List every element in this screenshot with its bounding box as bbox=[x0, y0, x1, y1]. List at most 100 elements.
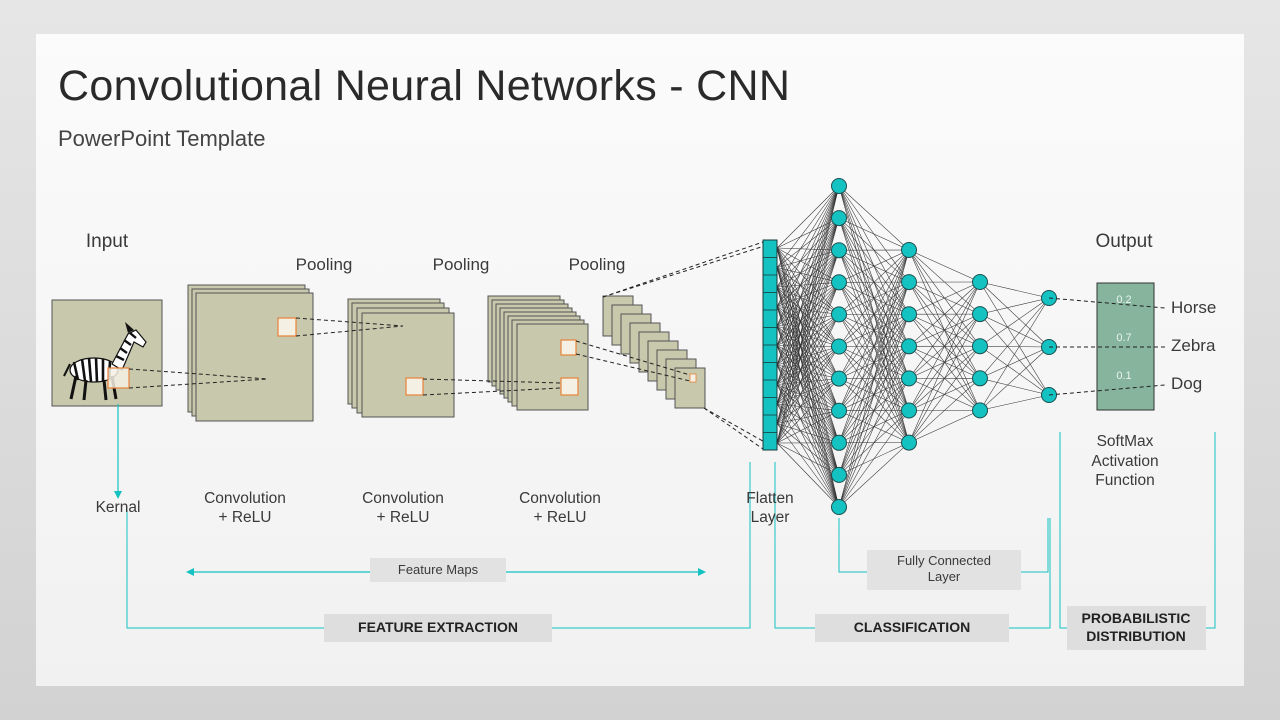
classification-box bbox=[815, 614, 1009, 642]
layer1-to-layer2-edge bbox=[838, 378, 910, 508]
flatten-to-layer1-edge bbox=[776, 217, 840, 307]
layer2-to-layer3-edge bbox=[908, 281, 981, 411]
layer3-to-output-edge bbox=[979, 281, 1050, 348]
flatten-to-layer1-edge bbox=[776, 218, 840, 444]
flatten-to-layer1-edge bbox=[776, 282, 840, 444]
layer1-to-layer2-edge bbox=[838, 282, 910, 508]
hidden-layer1-node bbox=[831, 370, 847, 387]
flatten-to-layer1-edge bbox=[776, 217, 840, 327]
flatten-to-layer1-edge bbox=[776, 185, 840, 366]
flatten-to-layer1-edge bbox=[776, 185, 840, 405]
layer2-to-layer3-edge bbox=[908, 281, 981, 315]
conv-block-1 bbox=[187, 284, 314, 422]
flatten-to-layer1-edge bbox=[776, 250, 840, 405]
flatten-to-layer1-edge bbox=[776, 218, 840, 424]
layer3-to-output-edge bbox=[979, 297, 1050, 347]
hidden-layer1-node bbox=[831, 466, 847, 483]
layer3-to-output-edge bbox=[979, 297, 1050, 411]
output-prob-1: 0.7 bbox=[1116, 332, 1131, 344]
hidden-layer2-node bbox=[901, 434, 917, 451]
layer2-to-layer3-edge bbox=[908, 281, 981, 347]
layer3-to-output-edge bbox=[979, 281, 1050, 299]
zebra-icon bbox=[63, 322, 147, 401]
layer1-to-layer2-edge bbox=[838, 185, 910, 251]
layer1-to-layer2-edge bbox=[838, 249, 910, 379]
layer3-to-output-edge bbox=[979, 345, 1050, 348]
hidden-layer2-node bbox=[901, 274, 917, 291]
flatten-cells bbox=[763, 257, 777, 451]
flatten-to-layer1-edge bbox=[776, 185, 840, 327]
output-class-0: Horse bbox=[1171, 298, 1216, 317]
layer1-to-layer2-edge bbox=[838, 249, 910, 411]
flatten-to-layer1-edge bbox=[776, 346, 840, 444]
flatten-to-layer1-edge bbox=[776, 442, 840, 476]
hidden-layer1-node bbox=[831, 274, 847, 291]
kernel-4 bbox=[689, 373, 697, 383]
probabilistic-line1: PROBABILISTIC bbox=[1082, 610, 1191, 626]
layer1-to-layer2-edge bbox=[838, 249, 910, 475]
layer3-to-output-edge bbox=[979, 394, 1050, 411]
hidden-layer3-node bbox=[972, 338, 988, 355]
output-class-1: Zebra bbox=[1171, 336, 1216, 355]
layer2-to-layer3-edge bbox=[908, 249, 981, 283]
flatten-to-layer1-edge bbox=[776, 217, 840, 366]
flatten-to-layer1-edge bbox=[776, 185, 840, 385]
layer2-to-layer3-edge bbox=[908, 346, 981, 443]
feature-maps-label-box bbox=[370, 558, 506, 582]
kernel-1 bbox=[277, 317, 297, 337]
flatten-to-layer1-edge bbox=[776, 185, 840, 307]
flatten-to-layer1-edge bbox=[776, 250, 840, 327]
input-kernel bbox=[107, 367, 130, 389]
flatten-to-layer1-edge bbox=[776, 442, 840, 508]
hidden-layer2-node bbox=[901, 370, 917, 387]
flatten-line1: Flatten bbox=[746, 490, 793, 507]
flatten-to-layer1-edge bbox=[776, 185, 840, 444]
flatten-to-layer1-edge bbox=[776, 250, 840, 346]
feature-extraction-bracket bbox=[126, 462, 751, 629]
feature-maps-arrow: Feature Maps bbox=[186, 558, 706, 582]
hidden-layer2-node bbox=[901, 242, 917, 258]
fully-connected-line1: Fully Connected bbox=[897, 553, 991, 568]
conv3-line2: + ReLU bbox=[534, 509, 587, 526]
hidden-layer1-node bbox=[831, 242, 847, 259]
conv2-line2: + ReLU bbox=[377, 509, 430, 526]
output-prob-0: 0.2 bbox=[1116, 294, 1131, 306]
flatten-to-layer1-edge bbox=[776, 218, 840, 385]
flatten-to-layer1-edge bbox=[776, 250, 840, 385]
conv2-line1: Convolution bbox=[362, 490, 444, 507]
layer2-to-layer3-edge bbox=[908, 410, 981, 443]
probabilistic-line2: DISTRIBUTION bbox=[1086, 628, 1186, 644]
layer2-to-layer3-edge bbox=[908, 313, 981, 443]
network-connections bbox=[776, 185, 1050, 508]
layer1-to-layer2-edge bbox=[838, 249, 910, 508]
layer2-to-layer3-edge bbox=[908, 281, 981, 379]
layer3-to-output-edge bbox=[979, 297, 1050, 315]
hidden-layer3-node bbox=[972, 274, 988, 290]
input-image bbox=[51, 299, 163, 499]
layer1-to-layer2-edge bbox=[838, 217, 910, 251]
fully-connected-box bbox=[867, 550, 1021, 590]
output-prob-2: 0.1 bbox=[1116, 370, 1131, 382]
flatten-to-layer1-edge bbox=[776, 185, 840, 249]
hidden-layer1-node bbox=[831, 210, 847, 227]
kernal-label: Kernal bbox=[96, 499, 141, 516]
network-nodes bbox=[831, 178, 1057, 515]
hidden-layer2-node bbox=[901, 402, 917, 419]
flatten-to-layer1-edge bbox=[776, 249, 840, 307]
hidden-layer3-node bbox=[972, 370, 988, 387]
layer1-to-layer2-edge bbox=[838, 249, 910, 347]
conv-block-3 bbox=[487, 295, 589, 411]
flatten-line2: Layer bbox=[751, 509, 790, 526]
hidden-layer1-node bbox=[831, 499, 847, 515]
layer1-to-layer2-edge bbox=[838, 442, 910, 508]
kernel-2 bbox=[405, 377, 424, 396]
pooling-label-1: Pooling bbox=[296, 255, 353, 274]
hidden-layer2-node bbox=[901, 338, 917, 355]
flatten-to-layer1-edge bbox=[776, 217, 840, 346]
kernel-3b bbox=[560, 377, 579, 396]
layer1-to-layer2-edge bbox=[838, 410, 910, 508]
flatten-layer bbox=[762, 239, 778, 451]
layer3-to-output-edge bbox=[979, 378, 1050, 396]
flatten-to-layer1-edge bbox=[776, 410, 840, 444]
flatten-to-layer1-edge bbox=[776, 250, 840, 366]
